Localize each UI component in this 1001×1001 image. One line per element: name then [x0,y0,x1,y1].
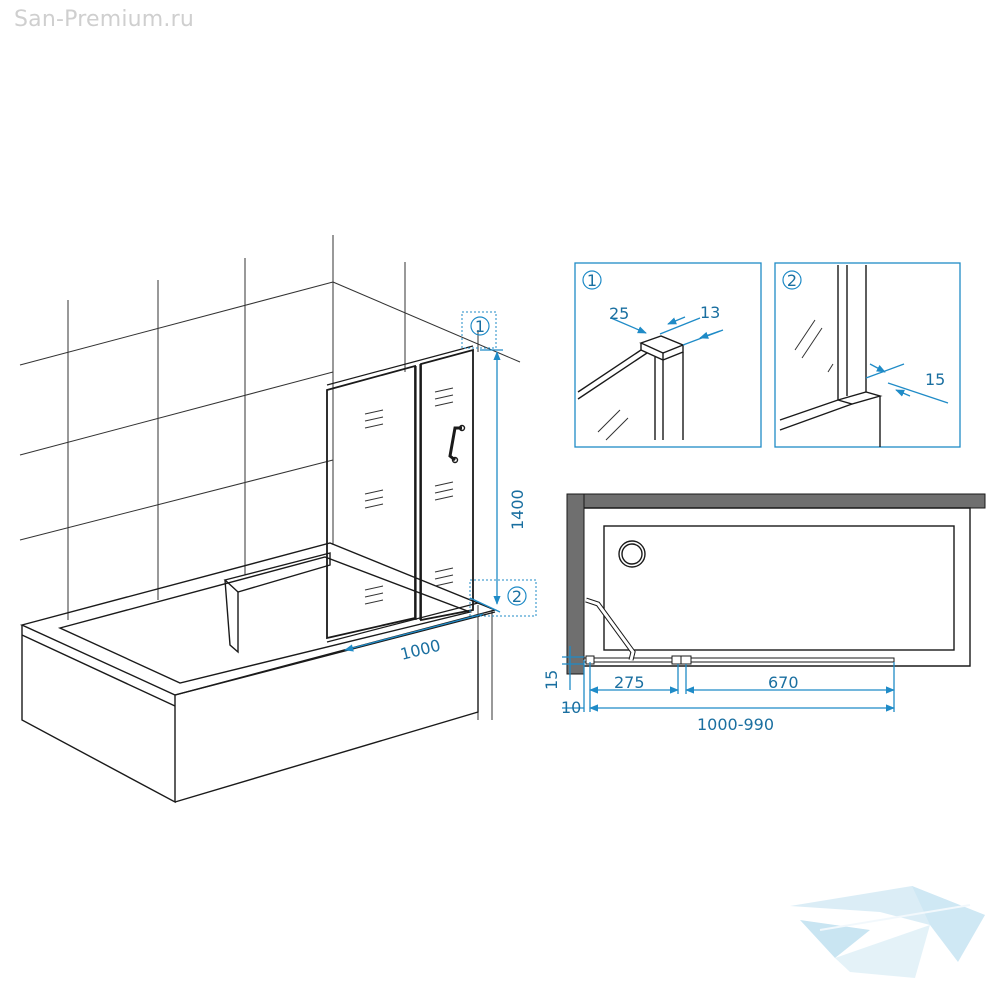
shower-screen [326,345,479,643]
width-label: 1000 [398,636,442,664]
callout-2-number: 2 [512,587,522,606]
callout-1: 1 [461,311,497,349]
callout-1-number: 1 [475,317,485,336]
tile-wall [19,235,521,720]
glass-reflection-marks [364,387,454,605]
back-wall [566,493,986,509]
height-dimension: 1400 [480,349,527,605]
perspective-view: 1400 1000 1 2 [19,235,537,804]
plan-total-label: 1000-990 [697,715,774,734]
detail-1-panel: 1 25 13 [574,262,762,448]
plan-dimensions [562,646,895,712]
watermark: San-Premium.ru [14,7,195,32]
width-dimension: 1000 [344,613,484,664]
plan-door-label: 670 [768,673,799,692]
brand-logo [790,886,985,978]
plan-view: 15 10 275 670 1000-990 [542,493,986,734]
detail-2-dim-15: 15 [925,370,945,389]
plan-screen [583,597,895,665]
detail-1-dim-25: 25 [609,304,629,323]
callout-2: 2 [469,579,537,617]
detail-2-marker: 2 [787,271,797,290]
door-handle [448,424,466,464]
detail-2-panel: 2 15 [774,262,961,448]
plan-fixed-label: 275 [614,673,645,692]
plan-gap-label: 15 [542,670,561,690]
plan-offset-label: 10 [561,698,581,717]
bathtub [19,542,498,804]
plan-bathtub [584,507,971,667]
detail-1-dim-13: 13 [700,303,720,322]
height-label: 1400 [508,489,527,530]
side-wall [566,493,585,675]
detail-1-marker: 1 [587,271,597,290]
